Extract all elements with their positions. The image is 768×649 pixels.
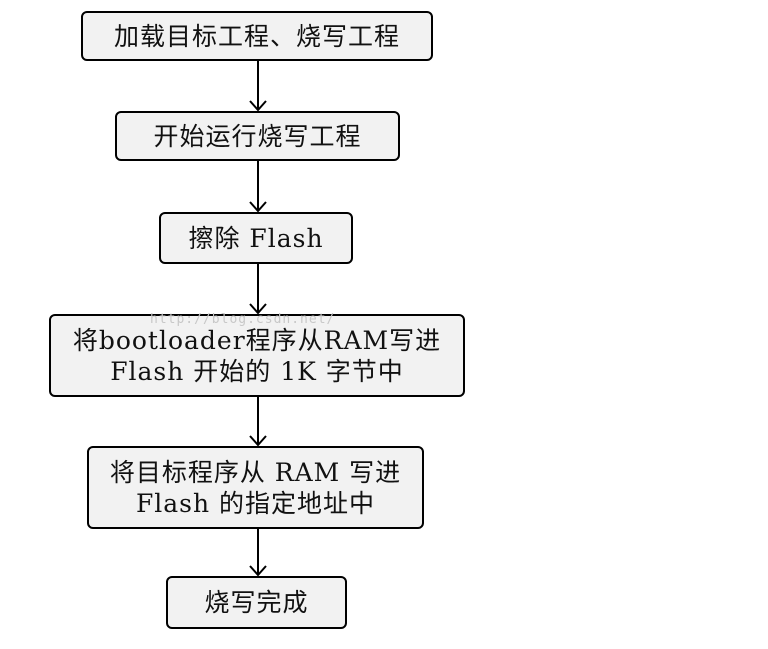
arrow-5 bbox=[249, 529, 267, 577]
step-write-bootloader-line-2: Flash 开始的 1K 字节中 bbox=[110, 356, 404, 386]
arrow-2 bbox=[249, 161, 267, 213]
step-load-projects-text: 加载目标工程、烧写工程 bbox=[113, 21, 400, 51]
step-programming-complete-text: 烧写完成 bbox=[204, 588, 309, 617]
step-erase-flash-text: 擦除 Flash bbox=[188, 223, 324, 253]
step-write-bootloader: 将bootloader程序从RAM写进 Flash 开始的 1K 字节中 bbox=[49, 314, 465, 397]
step-write-target-program: 将目标程序从 RAM 写进 Flash 的指定地址中 bbox=[87, 446, 424, 529]
step-write-target-program-line-2: Flash 的指定地址中 bbox=[135, 488, 376, 518]
arrow-3 bbox=[249, 264, 267, 315]
step-load-projects: 加载目标工程、烧写工程 bbox=[81, 11, 433, 61]
step-erase-flash: 擦除 Flash bbox=[159, 212, 353, 264]
watermark-text: http://blog.csdn.net/ bbox=[150, 312, 336, 327]
step-write-bootloader-line-1: 将bootloader程序从RAM写进 bbox=[72, 325, 442, 355]
step-run-programming-project-text: 开始运行烧写工程 bbox=[153, 121, 362, 151]
step-write-target-program-line-1: 将目标程序从 RAM 写进 bbox=[109, 457, 402, 487]
step-run-programming-project: 开始运行烧写工程 bbox=[115, 111, 400, 161]
arrow-4 bbox=[249, 397, 267, 447]
arrow-1 bbox=[249, 61, 267, 112]
step-programming-complete: 烧写完成 bbox=[166, 576, 347, 629]
